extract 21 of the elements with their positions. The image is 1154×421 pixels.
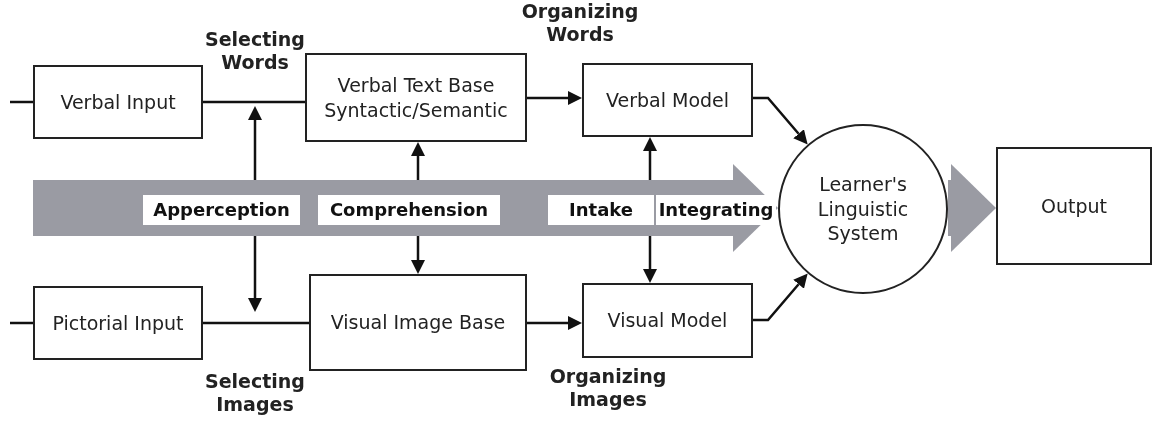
arrow <box>527 91 582 105</box>
process-box: Pictorial Input <box>33 286 203 360</box>
stage-label: Intake <box>548 195 654 225</box>
arrow <box>753 273 808 322</box>
process-box: Visual Model <box>582 283 753 358</box>
step-label: Selecting Images <box>204 370 306 416</box>
stage-label: Integrating <box>656 195 776 225</box>
process-box: Verbal Input <box>33 65 203 139</box>
arrow <box>753 96 808 145</box>
step-label: Organizing Words <box>520 0 640 46</box>
arrow <box>527 316 582 330</box>
process-box: Visual Image Base <box>309 274 527 371</box>
step-label: Selecting Words <box>204 28 306 74</box>
system-circle: Learner's Linguistic System <box>778 124 948 294</box>
stage-label: Comprehension <box>318 195 500 225</box>
process-box: Output <box>996 147 1152 265</box>
stage-label: Apperception <box>143 195 300 225</box>
process-box: Verbal Model <box>582 63 753 137</box>
process-box: Verbal Text Base Syntactic/Semantic <box>305 53 527 142</box>
flow-arrow <box>948 164 996 252</box>
step-label: Organizing Images <box>548 365 668 411</box>
